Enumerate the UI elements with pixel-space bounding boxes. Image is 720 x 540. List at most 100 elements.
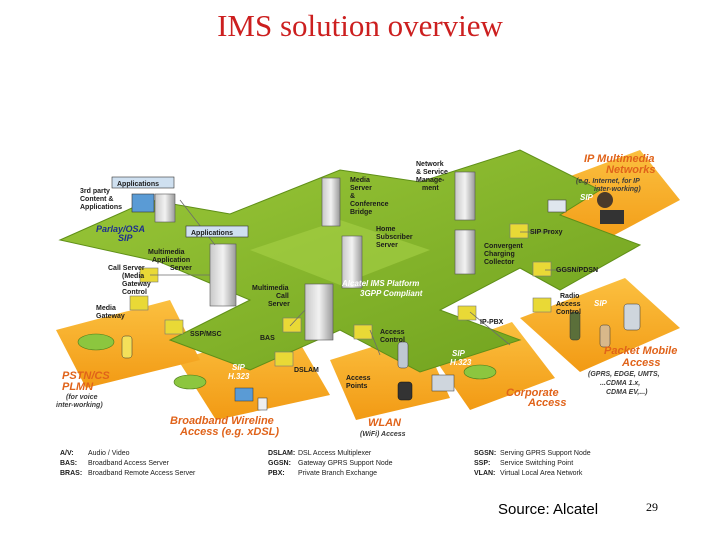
third-party-label-1: 3rd party [80,188,110,195]
glossary-key-9: VLAN: [474,470,495,477]
sip-proxy-label: SIP Proxy [530,229,563,236]
pstn-sub-1: (for voice [66,394,98,401]
broadband-title-1: Broadband Wireline [170,415,274,427]
slide-title: IMS solution overview [217,8,503,43]
parlay-label-2: SIP [118,233,134,243]
hss-label-2: Subscriber [376,234,413,241]
packet-mobile-title-2: Access [621,357,661,369]
glossary-key-5: GGSN: [268,460,291,467]
nms-label-1: Network [416,161,444,168]
gateway-boxes [129,223,552,367]
sip-h323-label-1b: H.323 [228,372,250,381]
ccc-label-3: Collector [484,259,515,266]
mrf-label-3: & [350,193,355,200]
ccc-label-1: Convergent [484,243,524,250]
source-credit: Source: Alcatel [498,501,599,518]
media-gateway-label-2: Gateway [96,313,125,320]
glossary-value-1: Audio / Video [88,450,130,457]
glossary-value-4: DSL Access Multiplexer [298,450,372,457]
hss-label-3: Server [376,242,398,249]
nms-label-4: ment [422,185,439,192]
glossary-key-6: PBX: [268,470,285,477]
packet-mobile-title-1: Packet Mobile [604,345,677,357]
sip-h323-label-2b: H.323 [450,358,472,367]
pstn-title-2: PLMN [62,381,94,393]
applications-box-1 [111,176,175,189]
mas-label-3: Server [170,265,192,272]
bas-label: BAS [260,335,275,342]
nms-label-2: & Service [416,169,448,176]
wlan-title-1: WLAN [368,417,402,429]
mcs-label-2: Call [276,293,289,300]
mcs-label-3: Server [268,301,290,308]
sip-h323-label-2a: SIP [452,349,466,358]
glossary-key-4: DSLAM: [268,450,295,457]
sip-h323-label-1a: SIP [232,363,246,372]
domain-labels: IP Multimedia Networks (e.g. Internet, f… [56,153,677,438]
packet-mobile-plate [520,278,680,372]
corporate-title-2: Access [527,397,567,409]
server-racks [131,171,476,341]
packet-mobile-sub-1: (GPRS, EDGE, UMTS, [588,371,660,378]
applications-box-2 [185,225,249,238]
nms-label-3: Manage- [416,177,445,184]
ipmm-sub-2: inter-working) [594,186,641,193]
sip-label-2: SIP [594,299,608,308]
mrf-label-1: Media [350,177,370,184]
mrf-label-2: Server [350,185,372,192]
access-points-label-2: Points [346,383,367,390]
platform-label-2: 3GPP Compliant [360,289,423,298]
mas-label-1: Multimedia [148,249,185,256]
packet-mobile-sub-2: ...CDMA 1.x, [600,380,640,387]
glossary-value-3: Broadband Remote Access Server [88,470,196,477]
sip-label-1: SIP [580,193,594,202]
ggsn-label: GGSN/PDSN [556,267,598,274]
ims-core-cross-highlight [250,220,430,285]
access-control-label-2: Control [380,337,405,344]
dslam-label: DSLAM [294,367,319,374]
ipmm-sub-1: (e.g. Internet, for IP [576,178,640,185]
glossary-key-2: BAS: [60,460,77,467]
glossary-key-8: SSP: [474,460,490,467]
endpoint-devices [77,192,641,411]
glossary-value-7: Serving GPRS Support Node [500,450,591,457]
node-labels: Applications Applications 3rd party Cont… [80,161,608,390]
parlay-label-1: Parlay/OSA [96,224,145,234]
packet-mobile-sub-3: CDMA EV,...) [606,389,648,396]
call-server-label-1: Call Server [108,265,145,272]
call-server-label-4: Control [122,289,147,296]
glossary-value-6: Private Branch Exchange [298,470,377,477]
access-points-label-1: Access [346,375,371,382]
rac-label-2: Access [556,301,581,308]
mcs-label-1: Multimedia [252,285,289,292]
applications-label-2: Applications [191,230,233,237]
rac-label-1: Radio [560,293,579,300]
glossary-value-8: Service Switching Point [500,460,573,467]
msc-label: SSP/MSC [190,331,222,338]
third-party-label-2: Content & [80,196,113,203]
ipmm-title-1: IP Multimedia [584,153,655,165]
wlan-title-2: (WiFi) Access [360,431,406,438]
glossary: A/V: Audio / Video BAS: Broadband Access… [60,450,591,477]
pstn-title-1: PSTN/CS [62,370,110,382]
broadband-title-2: Access (e.g. xDSL) [179,426,279,438]
pstn-sub-2: inter-working) [56,402,103,409]
ccc-label-2: Charging [484,251,515,258]
glossary-value-9: Virtual Local Area Network [500,470,583,477]
call-server-label-2: (Media [122,273,144,280]
glossary-key-7: SGSN: [474,450,496,457]
call-server-label-3: Gateway [122,281,151,288]
mrf-label-4: Conference [350,201,389,208]
access-control-label-1: Access [380,329,405,336]
glossary-key-1: A/V: [60,450,74,457]
mrf-label-5: Bridge [350,209,372,216]
page-number: 29 [646,500,658,514]
corporate-title-1: Corporate [506,387,559,399]
third-party-label-3: Applications [80,204,122,211]
connection-links [150,199,575,356]
glossary-key-3: BRAS: [60,470,82,477]
mas-label-2: Application [152,257,190,264]
platform-label-1: Alcatel IMS Platform [341,279,419,288]
media-gateway-label-1: Media [96,305,116,312]
